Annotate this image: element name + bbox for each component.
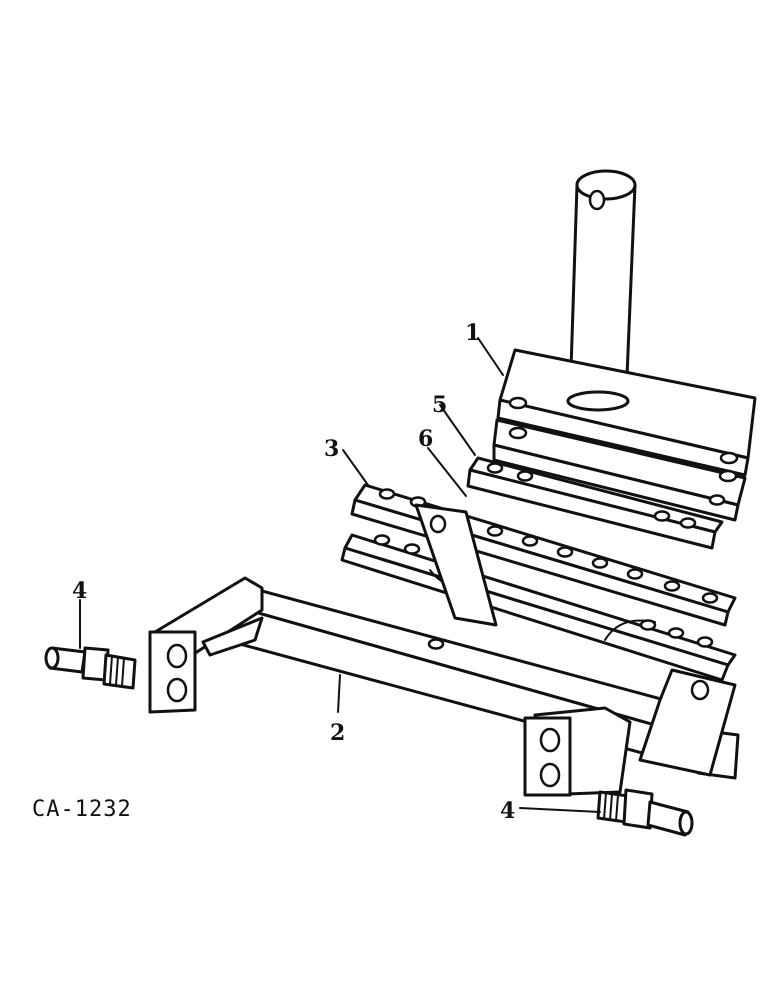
callout-4-right: 4 bbox=[500, 798, 515, 824]
part-4-bolt-left bbox=[44, 646, 137, 690]
callout-2: 2 bbox=[330, 720, 345, 746]
callout-5: 5 bbox=[432, 392, 447, 418]
part-5-plate bbox=[492, 418, 747, 522]
leader-lines bbox=[79, 337, 601, 813]
part-6-strip bbox=[466, 456, 726, 550]
part-2-frame bbox=[148, 576, 740, 797]
callout-4-left: 4 bbox=[72, 578, 87, 604]
callout-6: 6 bbox=[418, 426, 433, 452]
part-4-bolt-right bbox=[596, 788, 694, 837]
callout-3: 3 bbox=[324, 436, 339, 462]
part-3-bars bbox=[340, 483, 737, 682]
part-1-shaft-plate bbox=[496, 169, 757, 477]
callout-1: 1 bbox=[465, 320, 480, 346]
drawing-id-label: CA-1232 bbox=[32, 797, 132, 822]
